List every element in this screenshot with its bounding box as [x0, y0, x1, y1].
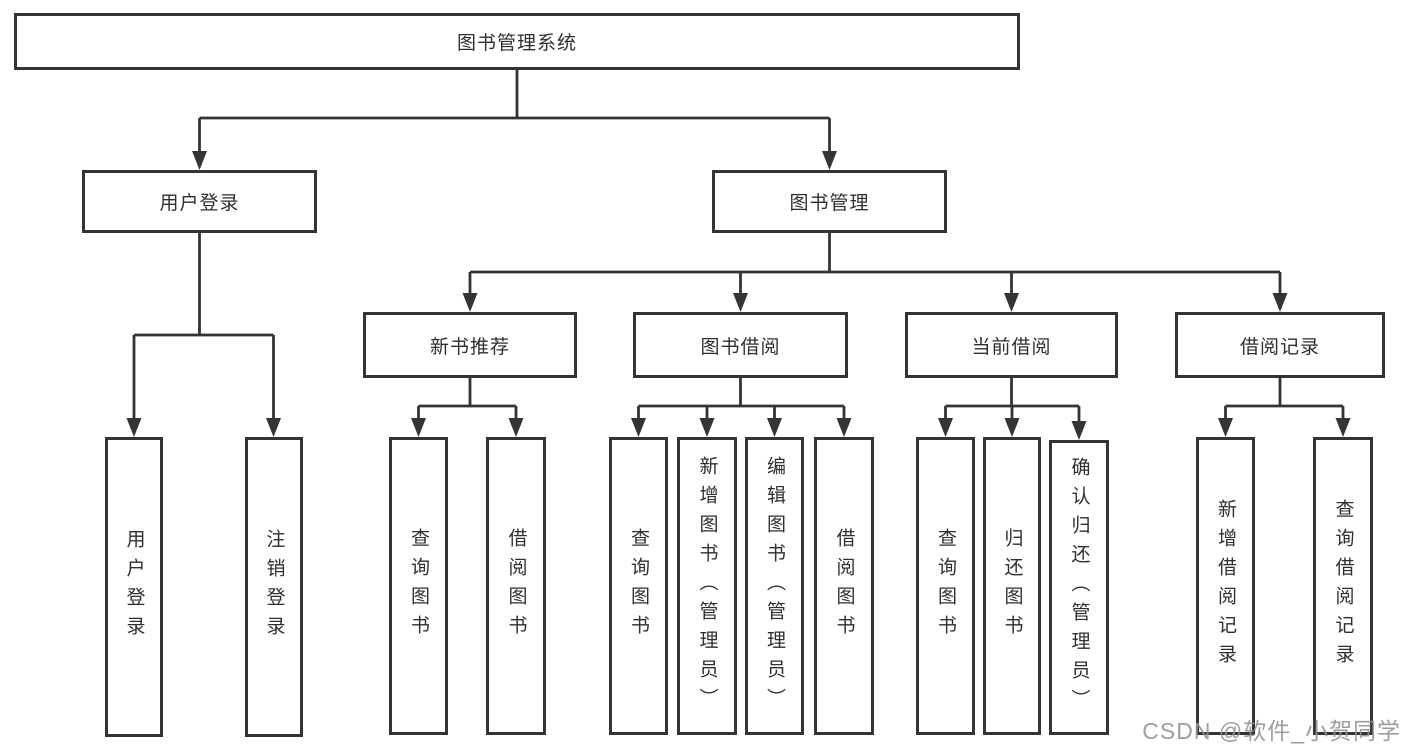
node-label: 查询图书 [935, 528, 956, 644]
arrowhead-icons [126, 151, 1351, 440]
node-leaf-add-books-admin: 新增图书（管理员） [677, 437, 737, 735]
node-label: 新增借阅记录 [1215, 499, 1236, 673]
node-label: 查询图书 [628, 528, 649, 644]
node-label: 图书管理 [789, 193, 870, 214]
node-label: 用户登录 [159, 193, 240, 214]
node-book-borrowing: 图书借阅 [633, 312, 848, 378]
node-label: 注销登录 [263, 529, 285, 645]
node-current-borrowing: 当前借阅 [905, 312, 1118, 378]
node-book-management: 图书管理 [712, 170, 947, 233]
node-leaf-borrow-books-2: 借阅图书 [814, 437, 874, 735]
node-label: 查询图书 [408, 528, 429, 644]
node-leaf-borrow-books-1: 借阅图书 [486, 437, 546, 735]
node-label: 借阅图书 [833, 528, 855, 644]
node-label: 新书推荐 [429, 336, 510, 358]
node-leaf-logout: 注销登录 [245, 437, 303, 737]
node-label: 图书借阅 [700, 336, 781, 358]
node-label: 用户登录 [123, 529, 145, 645]
node-leaf-user-login: 用户登录 [105, 437, 163, 737]
node-leaf-return-books: 归还图书 [983, 437, 1041, 735]
node-leaf-query-books-2: 查询图书 [609, 437, 668, 735]
node-leaf-add-borrow-record: 新增借阅记录 [1196, 437, 1255, 735]
node-leaf-query-books-1: 查询图书 [389, 437, 448, 735]
watermark: CSDN @软件_小贺同学 [1142, 718, 1401, 744]
node-label: 借阅记录 [1239, 336, 1320, 358]
node-leaf-query-books-3: 查询图书 [916, 437, 975, 735]
node-label: 借阅图书 [505, 528, 527, 644]
node-new-book-recommend: 新书推荐 [363, 312, 577, 378]
node-label: 确认归还（管理员） [1068, 457, 1090, 718]
node-library-system: 图书管理系统 [14, 13, 1020, 70]
node-leaf-edit-books-admin: 编辑图书（管理员） [745, 437, 804, 735]
node-label: 新增图书（管理员） [696, 455, 718, 717]
node-label: 当前借阅 [971, 336, 1052, 358]
node-label: 编辑图书（管理员） [764, 455, 785, 717]
node-label: 图书管理系统 [456, 33, 577, 54]
node-label: 查询借阅记录 [1332, 499, 1354, 673]
node-leaf-query-borrow-record: 查询借阅记录 [1313, 437, 1373, 735]
node-user-login: 用户登录 [82, 170, 317, 233]
node-leaf-confirm-return-admin: 确认归还（管理员） [1049, 440, 1109, 735]
node-label: 归还图书 [1001, 528, 1023, 644]
node-borrowing-records: 借阅记录 [1175, 312, 1385, 378]
